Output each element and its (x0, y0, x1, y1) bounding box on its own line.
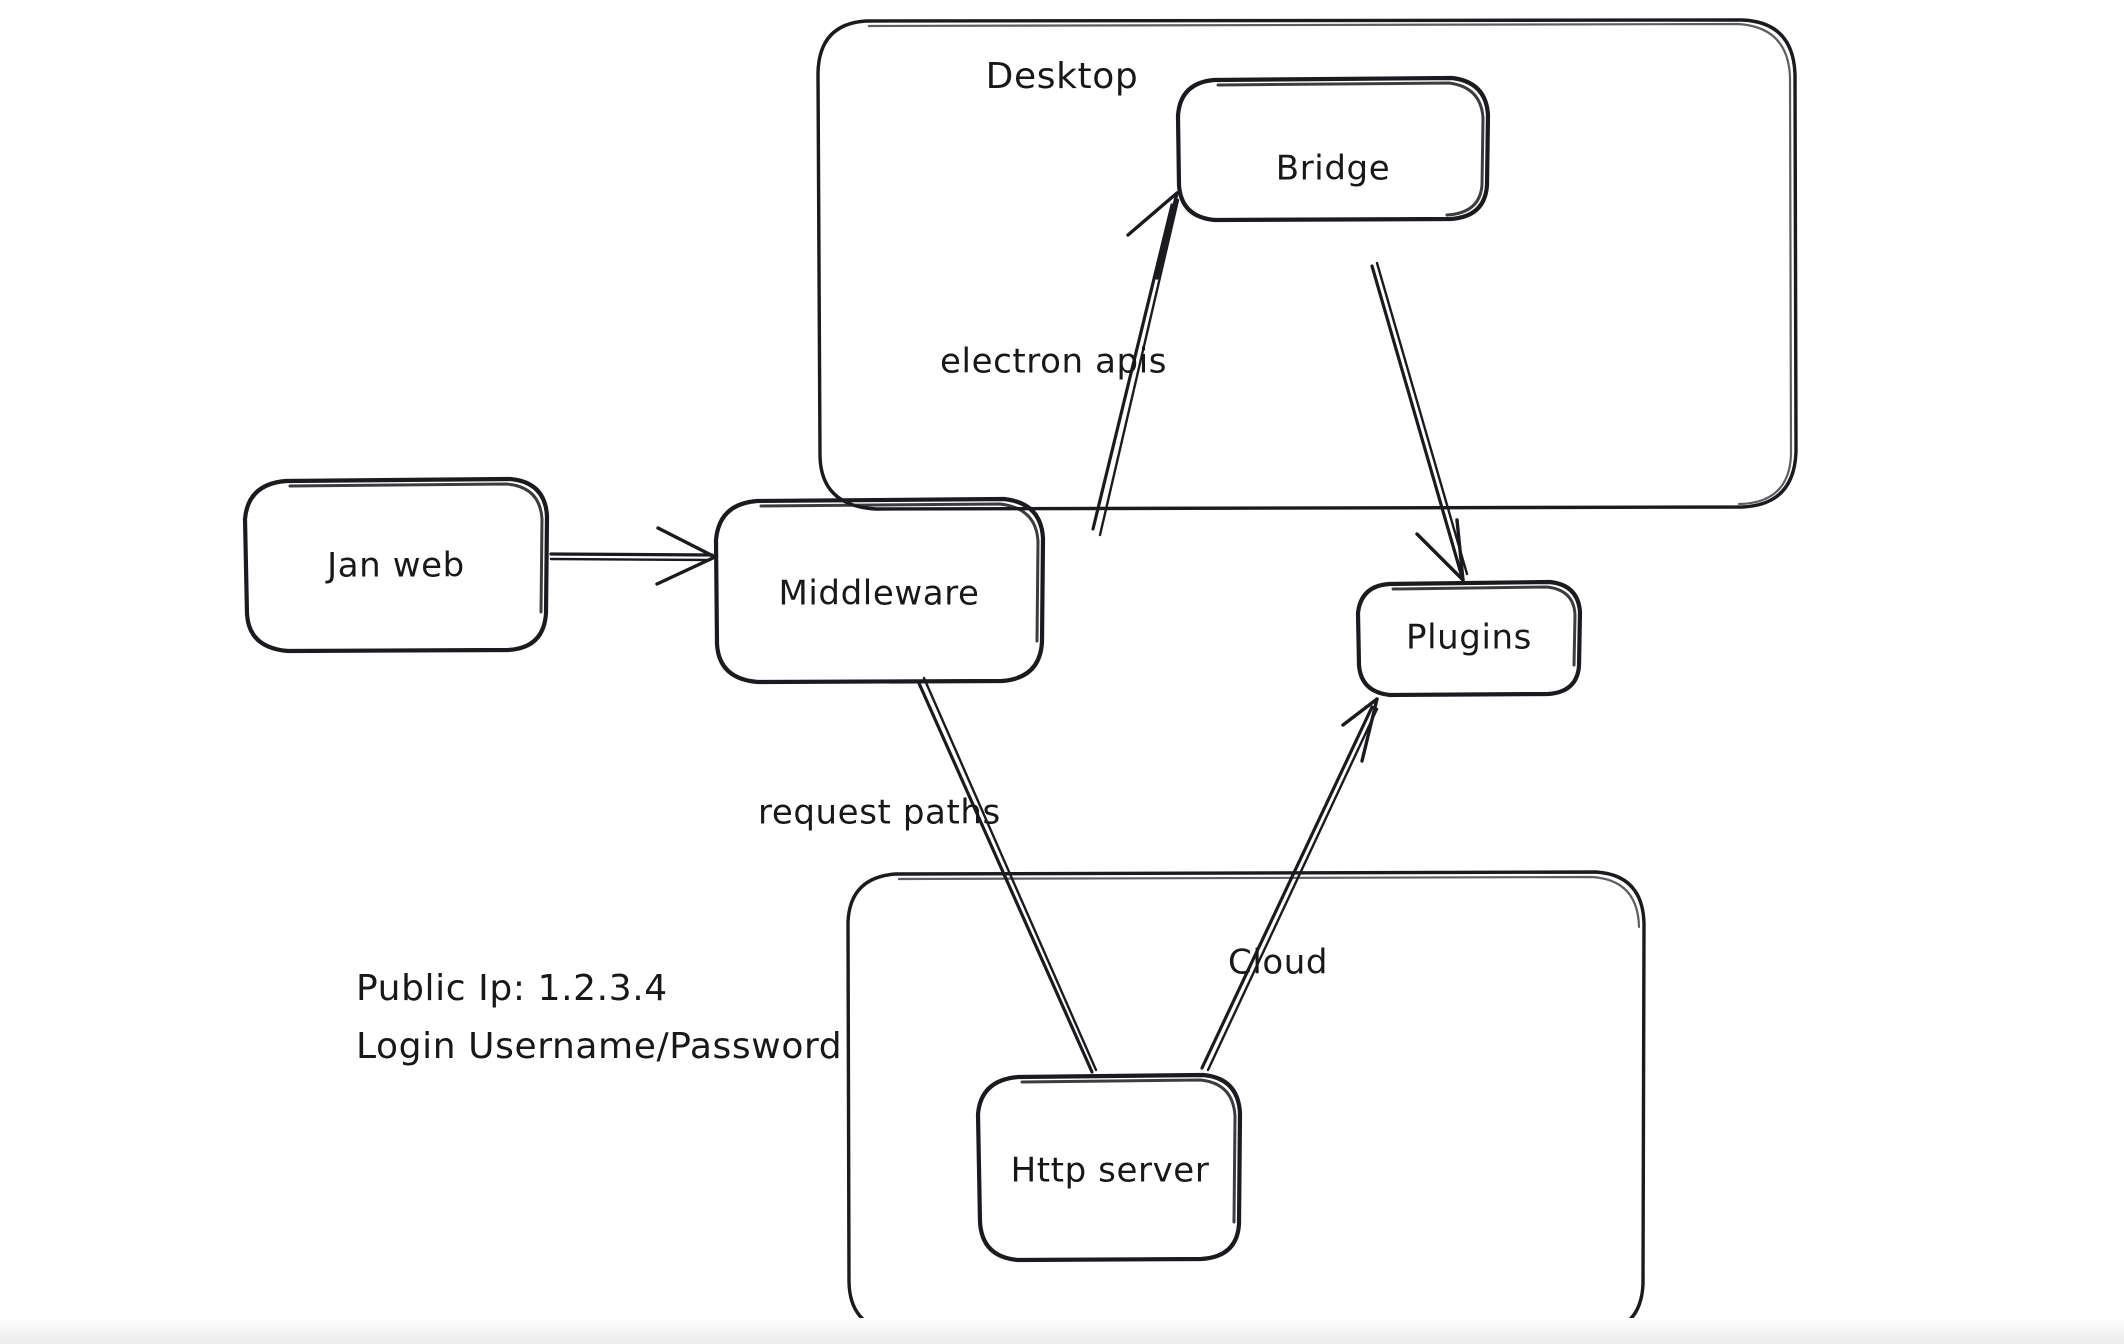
node-middleware-label: Middleware (778, 574, 979, 614)
edge-middleware-to-bridge[interactable]: electron apis (940, 191, 1180, 537)
edge-request-paths-label: request paths (758, 793, 1001, 833)
node-bridge-label: Bridge (1276, 149, 1390, 189)
node-http-server-label: Http server (1011, 1151, 1210, 1191)
group-desktop[interactable]: Desktop (816, 18, 1798, 511)
node-http-server[interactable]: Http server (975, 1072, 1243, 1263)
group-desktop-label: Desktop (986, 56, 1139, 97)
node-middleware[interactable]: Middleware (713, 496, 1046, 685)
notes-block: Public Ip: 1.2.3.4 Login Username/Passwo… (356, 968, 842, 1067)
node-jan-web[interactable]: Jan web (242, 476, 550, 654)
edge-bridge-to-plugins[interactable] (1370, 261, 1469, 582)
node-plugins-label: Plugins (1406, 618, 1532, 658)
node-bridge[interactable]: Bridge (1175, 75, 1491, 223)
node-jan-web-label: Jan web (325, 546, 465, 586)
edge-electron-apis-label: electron apis (940, 342, 1167, 382)
edge-httpserver-to-plugins[interactable]: Cloud (1200, 697, 1379, 1072)
node-plugins[interactable]: Plugins (1355, 579, 1583, 698)
note-login: Login Username/Password (356, 1026, 842, 1067)
edge-cloud-label: Cloud (1228, 943, 1328, 983)
edge-janweb-to-middleware[interactable] (549, 526, 717, 586)
note-public-ip: Public Ip: 1.2.3.4 (356, 968, 668, 1009)
group-cloud[interactable] (846, 870, 1646, 1335)
edge-middleware-to-httpserver[interactable]: request paths (758, 676, 1098, 1074)
